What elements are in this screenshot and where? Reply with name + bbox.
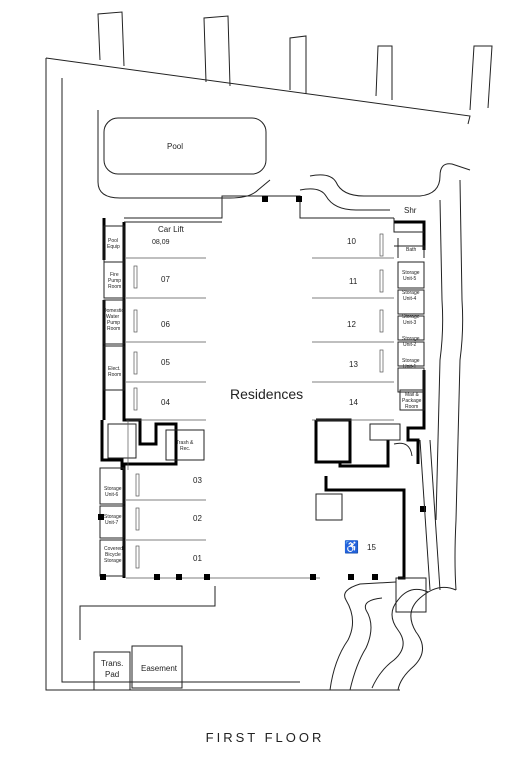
bicycle-label-3: Storage <box>104 558 122 564</box>
parking-space-04: 04 <box>161 398 170 407</box>
parking-space-05: 05 <box>161 358 170 367</box>
pool-label: Pool <box>167 142 183 151</box>
parking-stalls <box>126 233 394 579</box>
pool-equip-label-1: Pool <box>108 238 118 244</box>
water-pump-label-2: Water <box>106 314 119 320</box>
mail-label-3: Room <box>405 404 418 410</box>
structural-columns <box>98 196 426 580</box>
parking-space-11: 11 <box>349 277 358 286</box>
top-parking-stripes <box>97 11 493 111</box>
parking-space-03: 03 <box>193 476 202 485</box>
utility-boxes <box>93 645 183 691</box>
pool-area <box>97 110 271 199</box>
water-pump-label-3: Pump <box>107 320 120 326</box>
storage-unit-6-label-2: Unit-6 <box>105 492 119 498</box>
elect-room-label-2: Room <box>108 372 121 378</box>
storage-unit-2-label-1: Storage <box>402 336 420 342</box>
right-storage-rooms <box>315 261 425 521</box>
landscape-path <box>299 163 471 691</box>
storage-unit-2-label-2: Unit-2 <box>403 342 417 348</box>
storage-unit-7-label-1: Storage <box>104 514 122 520</box>
water-pump-label-1: Domestic <box>103 308 124 314</box>
trans-pad-label-2: Pad <box>105 670 119 679</box>
shr-label: Shr <box>404 206 417 215</box>
car-lift-spaces-label: 08,09 <box>152 239 170 246</box>
fire-pump-label-2: Pump <box>108 278 121 284</box>
storage-unit-3-label-1: Storage <box>402 314 420 320</box>
parking-space-06: 06 <box>161 320 170 329</box>
trash-label-1: Trash & <box>176 440 194 446</box>
residences-label: Residences <box>230 386 303 402</box>
mail-label-2: Package <box>402 398 422 404</box>
parking-space-13: 13 <box>349 360 358 369</box>
easement-label: Easement <box>141 664 178 673</box>
storage-unit-4-label-2: Unit-4 <box>403 296 417 302</box>
left-service-rooms <box>99 225 205 577</box>
storage-unit-1-label-1: Storage <box>402 358 420 364</box>
site-boundary <box>45 57 471 691</box>
storage-unit-7-label-2: Unit-7 <box>105 520 119 526</box>
parking-numbers: 01 02 03 04 05 06 07 10 11 12 13 14 15 ♿ <box>161 237 376 563</box>
parking-space-10: 10 <box>347 237 356 246</box>
storage-unit-1-label-2: Unit-1 <box>403 364 417 370</box>
accessible-parking-icon: ♿ <box>344 540 359 554</box>
pool-equip-label-2: Equip <box>107 244 120 250</box>
parking-space-01: 01 <box>193 554 202 563</box>
parking-space-07: 07 <box>161 275 170 284</box>
lower-right-structures <box>393 439 441 613</box>
parking-space-12: 12 <box>347 320 356 329</box>
fire-pump-label-1: Fire <box>110 272 119 278</box>
elect-room-label-1: Elect. <box>108 366 121 372</box>
trash-label-2: Rec. <box>180 446 190 452</box>
bath-label: Bath <box>406 247 417 253</box>
storage-unit-5-label-1: Storage <box>402 270 420 276</box>
floor-title: FIRST FLOOR <box>205 730 325 745</box>
trans-pad-label-1: Trans. <box>101 659 123 668</box>
storage-unit-5-label-2: Unit-5 <box>403 276 417 282</box>
bicycle-label-2: Bicycle <box>105 552 121 558</box>
parking-space-15: 15 <box>367 543 376 552</box>
fire-pump-label-3: Room <box>108 284 121 290</box>
car-lift-label: Car Lift <box>158 225 185 234</box>
bicycle-label-1: Covered <box>104 546 123 552</box>
mail-label-1: Mail & <box>405 392 420 398</box>
water-pump-label-4: Room <box>107 326 120 332</box>
storage-unit-6-label-1: Storage <box>104 486 122 492</box>
storage-unit-4-label-1: Storage <box>402 290 420 296</box>
parking-space-02: 02 <box>193 514 202 523</box>
room-labels: Pool Car Lift 08,09 Shr Bath Pool Equip … <box>101 142 422 679</box>
storage-unit-3-label-2: Unit-3 <box>403 320 417 326</box>
parking-space-14: 14 <box>349 398 358 407</box>
